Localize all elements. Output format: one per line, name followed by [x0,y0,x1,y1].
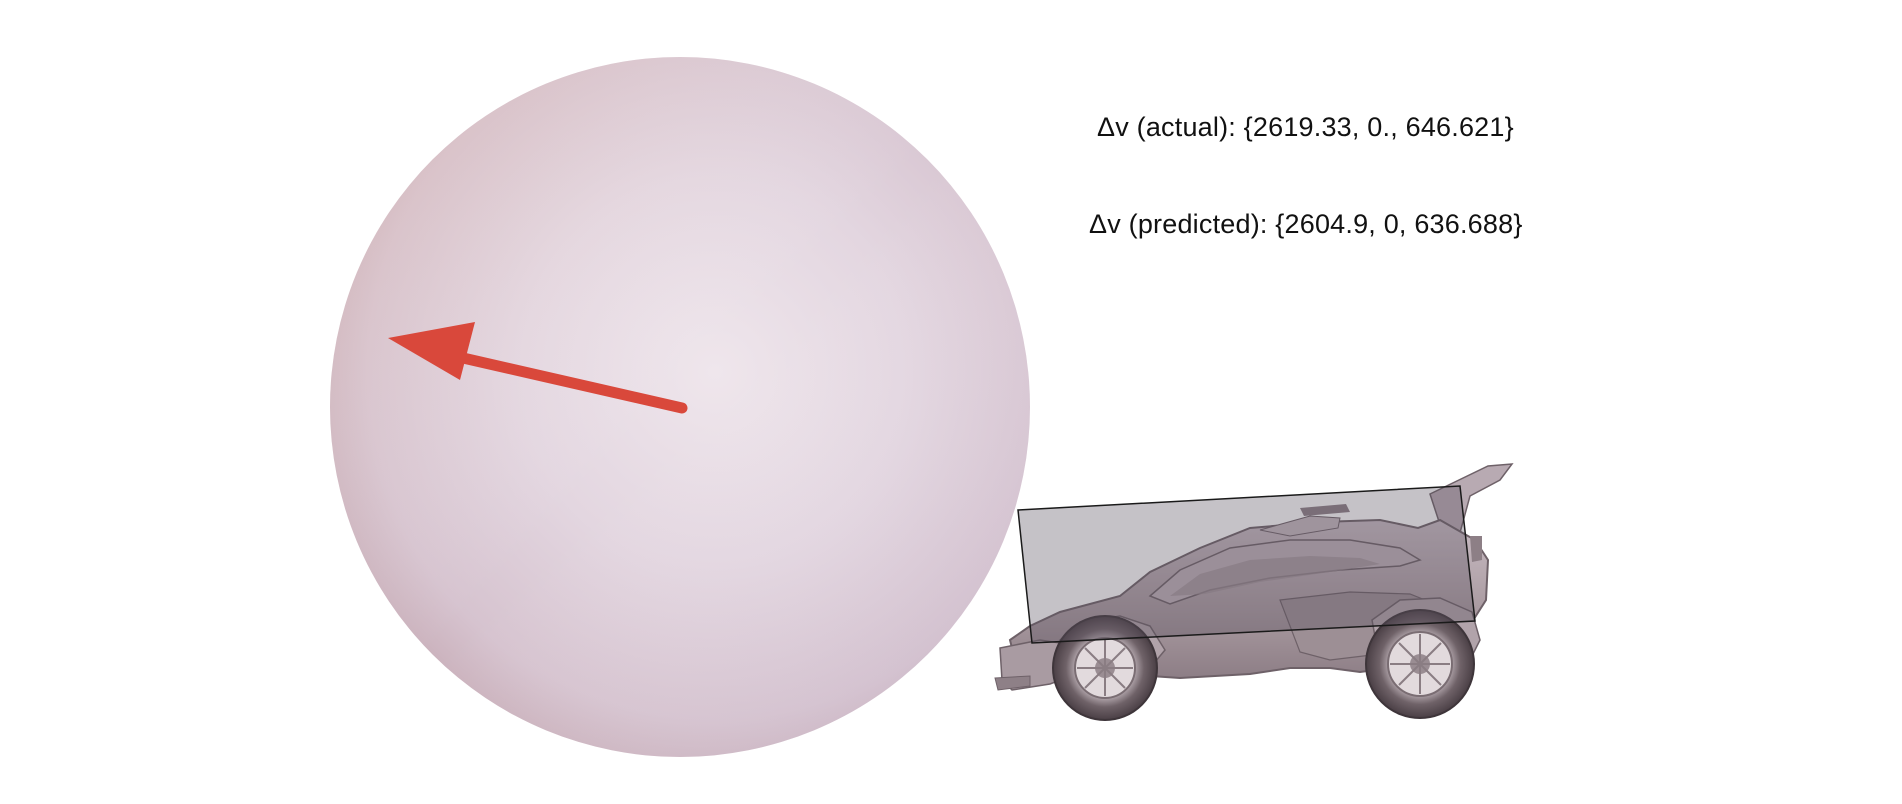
rear-wheel [1365,609,1475,719]
velocity-arrow [388,322,688,414]
car-hitbox [1017,485,1476,644]
front-wheel [1052,615,1158,721]
delta-v-predicted-label: Δv (predicted): {2604.9, 0, 636.688} [1089,209,1523,239]
car-model [994,463,1514,721]
delta-v-actual-label: Δv (actual): {2619.33, 0., 646.621} [1097,112,1514,142]
